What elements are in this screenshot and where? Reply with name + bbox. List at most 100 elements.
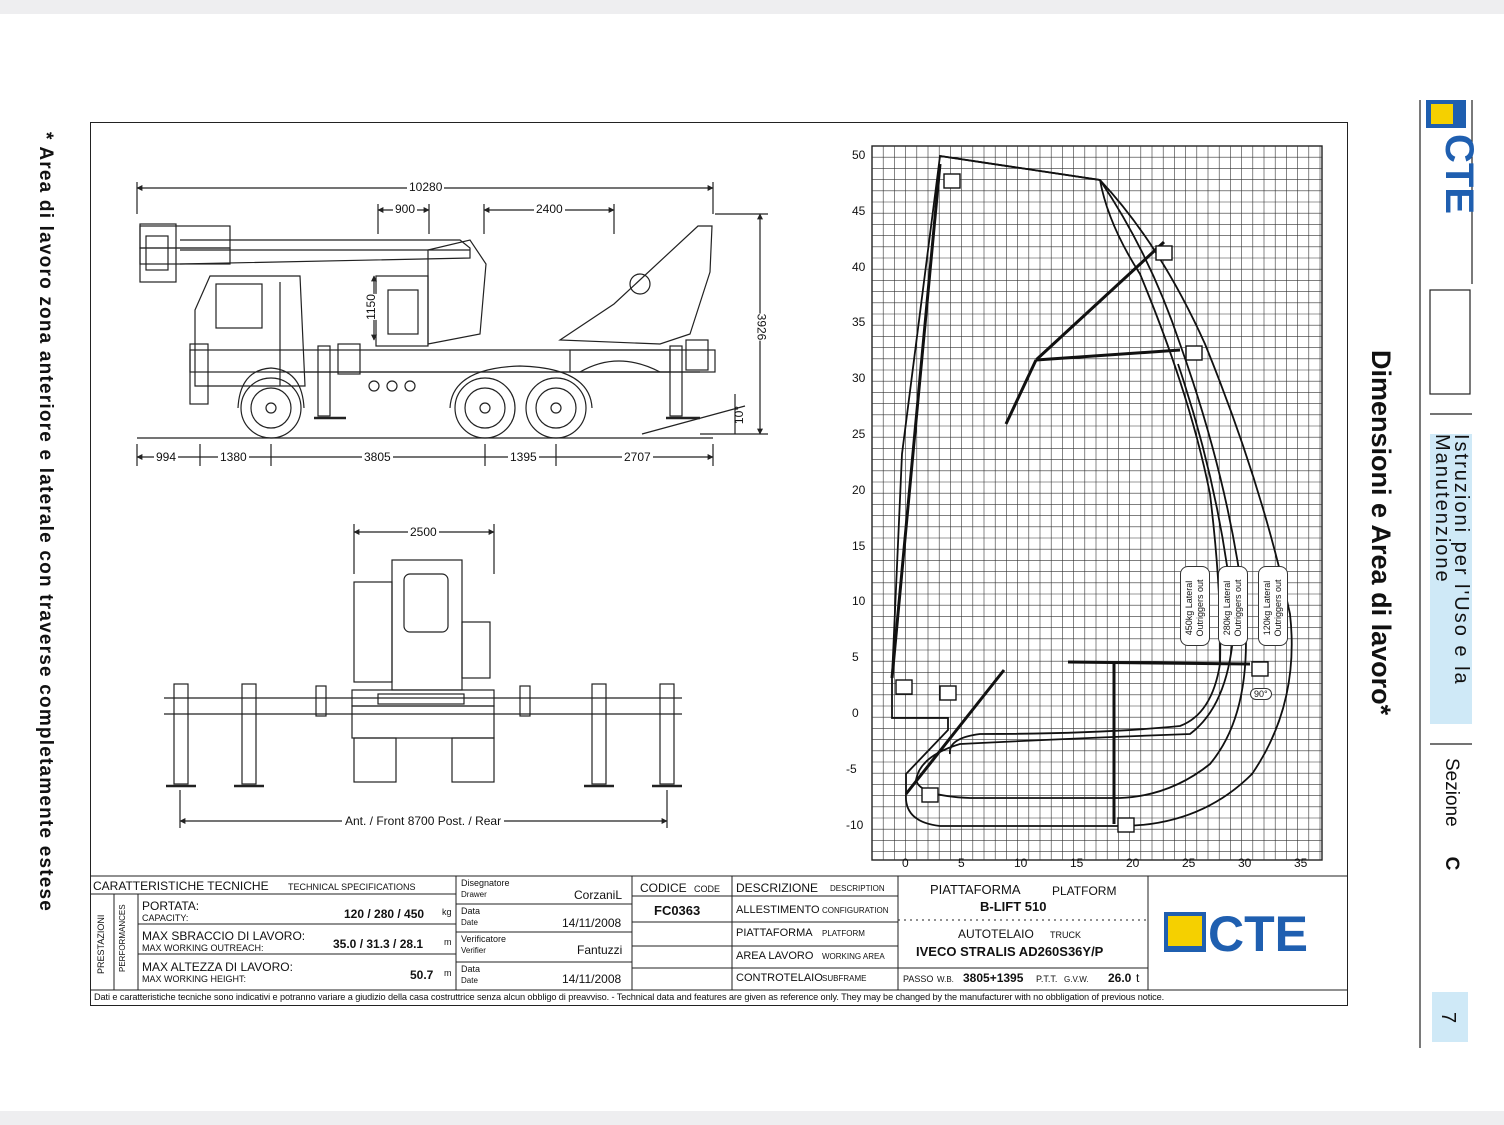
verifier-label-en: Verifier: [461, 946, 486, 955]
height-label: MAX ALTEZZA DI LAVORO:: [142, 960, 293, 974]
dim-900: 900: [393, 202, 418, 216]
y-tick-label: 0: [852, 706, 859, 720]
desc-label-en: DESCRIPTION: [830, 884, 885, 893]
gvw-unit: t: [1136, 971, 1140, 985]
boom-line: [1034, 240, 1166, 362]
x-tick-label: 30: [1238, 856, 1252, 870]
workarea-label: AREA LAVORO: [736, 950, 814, 962]
outreach-label: MAX SBRACCIO DI LAVORO:: [142, 929, 306, 943]
date1-label-en: Date: [461, 918, 478, 927]
gvw-label: P.T.T.: [1036, 974, 1058, 984]
desc-label: DESCRIZIONE: [736, 881, 819, 895]
viewer-top-bar: [0, 0, 1504, 14]
page-number-box: 7: [1432, 992, 1468, 1042]
outreach-label-en: MAX WORKING OUTREACH:: [142, 943, 264, 953]
work-area-chart: [871, 145, 1323, 861]
config-label-en: CONFIGURATION: [822, 906, 889, 915]
y-tick-label: 25: [852, 427, 866, 441]
basket-icon: [943, 173, 961, 189]
document-page: * Area di lavoro zona anteriore e latera…: [0, 14, 1504, 1111]
basket-icon: [1155, 245, 1173, 261]
technical-drawing: CTE CTE: [90, 100, 1481, 1048]
manual-title: Istruzioni per l'Uso e la Manutenzione: [1431, 434, 1472, 686]
page-number: 7: [1437, 1011, 1460, 1024]
wb-label-en: W.B.: [937, 975, 954, 984]
section-box: SezioneC: [1432, 758, 1470, 898]
x-tick-label: 35: [1294, 856, 1308, 870]
y-tick-label: 50: [852, 148, 866, 162]
dim-height: 3926: [754, 313, 769, 341]
svg-text:CTE: CTE: [1208, 906, 1308, 962]
date2-value: 14/11/2008: [562, 972, 622, 986]
spec-header-en: TECHNICAL SPECIFICATIONS: [288, 882, 416, 892]
dim-994: 994: [154, 450, 179, 464]
dim-1395: 1395: [508, 450, 539, 464]
viewer-bottom-bar: [0, 1111, 1504, 1125]
date1-label: Data: [461, 906, 481, 916]
basket-icon: [895, 679, 913, 695]
platform-header: PIATTAFORMA: [930, 882, 1021, 897]
date1-value: 14/11/2008: [562, 916, 622, 930]
x-tick-label: 0: [902, 856, 909, 870]
dim-angle: 10°: [732, 405, 747, 425]
section-title-vertical: Dimensioni e Area di lavoro*: [1360, 350, 1400, 790]
date2-label: Data: [461, 964, 481, 974]
y-tick-label: 10: [852, 594, 866, 609]
outreach-unit: m: [444, 937, 452, 947]
logo-text-vertical: CTE: [1437, 134, 1481, 214]
verifier-value: Fantuzzi: [577, 943, 623, 957]
capacity-unit: kg: [442, 907, 452, 917]
verifier-label: Verificatore: [461, 934, 507, 944]
perf-label: PRESTAZIONI: [96, 914, 106, 974]
subframe-label: CONTROTELAIO: [736, 972, 823, 984]
boom-line: [1035, 348, 1181, 362]
capacity-value: 120 / 280 / 450: [344, 907, 425, 921]
dim-2707: 2707: [622, 450, 653, 464]
platform-row-label: PIATTAFORMA: [736, 927, 813, 939]
outreach-value: 35.0 / 31.3 / 28.1: [333, 937, 424, 951]
y-tick-label: -5: [846, 761, 857, 776]
section-label: Sezione: [1441, 758, 1462, 827]
boom-line: [1067, 660, 1251, 666]
truck-rear-view: [164, 524, 682, 828]
truck-header-en: TRUCK: [1050, 930, 1081, 940]
section-title: Dimensioni e Area di lavoro*: [1366, 350, 1396, 716]
drawer-label: Disegnatore: [461, 878, 510, 888]
work-envelope-2: [915, 155, 1247, 799]
disclaimer: Dati e caratteristiche tecniche sono ind…: [94, 992, 1165, 1002]
truck-model: IVECO STRALIS AD260S36Y/P: [916, 944, 1104, 959]
basket-icon: [939, 685, 957, 701]
truck-header: AUTOTELAIO: [958, 927, 1034, 941]
dim-3805: 3805: [362, 450, 393, 464]
x-tick-label: 10: [1014, 856, 1028, 870]
capacity-curve-label: 450kg Lateral Outriggers out: [1180, 566, 1210, 646]
capacity-label-en: CAPACITY:: [142, 913, 189, 923]
blank-box: [1429, 289, 1471, 395]
height-label-en: MAX WORKING HEIGHT:: [142, 974, 247, 984]
drawing-frame: [90, 122, 1348, 1006]
code-value: FC0363: [654, 903, 701, 918]
drawer-value: CorzaniL: [574, 888, 623, 902]
manual-title-box: Istruzioni per l'Uso e la Manutenzione: [1430, 434, 1472, 724]
wb-value: 3805+1395: [963, 971, 1024, 985]
capacity-label: PORTATA:: [142, 899, 200, 913]
dim-width: 2500: [408, 525, 439, 539]
platform-model: B-LIFT 510: [980, 899, 1047, 914]
capacity-curve-label: 280kg Lateral Outriggers out: [1218, 566, 1248, 646]
gvw-label-en: G.V.W.: [1064, 975, 1089, 984]
code-label: CODICE: [640, 881, 687, 895]
basket-icon: [1251, 661, 1269, 677]
truck-side-view: [136, 182, 768, 466]
section-letter: C: [1441, 856, 1462, 871]
boom-line: [890, 163, 942, 679]
code-label-en: CODE: [694, 884, 721, 894]
workarea-label-en: WORKING AREA: [822, 952, 885, 961]
platform-header-en: PLATFORM: [1052, 884, 1117, 898]
work-envelope-1: [891, 154, 1293, 827]
drawer-label-en: Drawer: [461, 890, 487, 899]
y-tick-label: 45: [852, 203, 866, 218]
y-tick-label: 20: [852, 482, 866, 497]
angle-label: 90°: [1250, 688, 1272, 700]
platform-row-label-en: PLATFORM: [822, 929, 865, 938]
capacity-curve-text: 280kg Lateral Outriggers out: [1222, 579, 1243, 637]
